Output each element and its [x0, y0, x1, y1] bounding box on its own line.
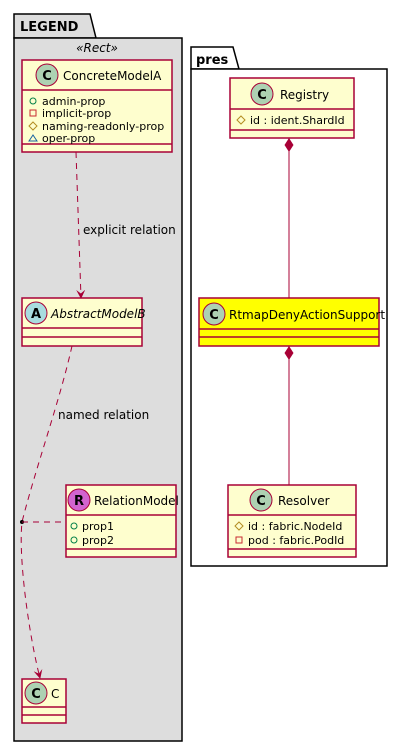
badge-letter: C — [31, 687, 41, 702]
pres-title: pres — [196, 53, 229, 68]
class-name: Resolver — [278, 494, 330, 508]
prop-label: id : ident.ShardId — [250, 114, 345, 127]
private-visibility-icon — [235, 536, 243, 544]
class-r-badge-icon: R — [67, 488, 91, 512]
class-c-badge-icon: C — [250, 82, 274, 106]
class-abstract-model-b[interactable]: A AbstractModelB — [21, 297, 146, 347]
class-name: AbstractModelB — [50, 307, 146, 321]
class-a-badge-icon: A — [24, 301, 48, 325]
class-c-badge-icon: C — [249, 488, 273, 512]
edge-label: explicit relation — [83, 223, 176, 237]
protected-visibility-icon — [236, 115, 246, 125]
prop-label: prop1 — [82, 520, 114, 533]
class-concrete-model-a[interactable]: C ConcreteModelA admin-prop implicit-pro… — [21, 59, 173, 153]
class-name: Registry — [280, 88, 329, 102]
badge-letter: C — [256, 494, 266, 509]
class-rtmap-deny-action-support[interactable]: C RtmapDenyActionSupport — [198, 297, 385, 347]
edge-composition-registry — [284, 138, 294, 298]
class-name: C — [51, 687, 59, 701]
protected-visibility-icon — [28, 121, 38, 131]
prop-label: admin-prop — [42, 95, 105, 108]
badge-letter: C — [209, 308, 219, 323]
badge-letter: C — [257, 88, 267, 103]
legend-package: LEGEND «Rect» — [13, 13, 183, 742]
class-c[interactable]: C C — [21, 678, 67, 724]
badge-letter: C — [42, 69, 52, 84]
edge-label: named relation — [58, 408, 149, 422]
class-name: ConcreteModelA — [63, 69, 162, 83]
badge-letter: A — [31, 307, 41, 322]
badge-letter: R — [74, 494, 84, 509]
class-resolver[interactable]: C Resolver id : fabric.NodeId pod : fabr… — [227, 484, 357, 558]
protected-visibility-icon — [234, 521, 244, 531]
public-visibility-icon — [70, 536, 78, 544]
public-visibility-icon — [29, 97, 37, 105]
prop-label: pod : fabric.PodId — [248, 534, 344, 547]
class-name: RelationModel — [94, 494, 179, 508]
edge-named-relation: named relation — [20, 345, 149, 679]
class-relation-model[interactable]: R RelationModel prop1 prop2 — [65, 484, 179, 558]
class-name: RtmapDenyActionSupport — [229, 308, 385, 322]
prop-label: id : fabric.NodeId — [248, 520, 342, 533]
prop-label: prop2 — [82, 534, 114, 547]
class-c-badge-icon: C — [24, 681, 48, 705]
edge-explicit-relation: explicit relation — [75, 151, 176, 299]
class-c-badge-icon: C — [35, 63, 59, 87]
private-visibility-icon — [29, 109, 37, 117]
edge-composition-rtmap — [284, 346, 294, 485]
prop-label: oper-prop — [42, 132, 95, 145]
class-registry[interactable]: C Registry id : ident.ShardId — [229, 77, 355, 139]
legend-stereotype: «Rect» — [76, 41, 118, 55]
package-visibility-icon — [28, 134, 38, 142]
prop-label: implicit-prop — [42, 107, 111, 120]
prop-label: naming-readonly-prop — [42, 120, 164, 133]
legend-title: LEGEND — [20, 20, 79, 35]
class-c-badge-icon: C — [202, 302, 226, 326]
public-visibility-icon — [70, 522, 78, 530]
